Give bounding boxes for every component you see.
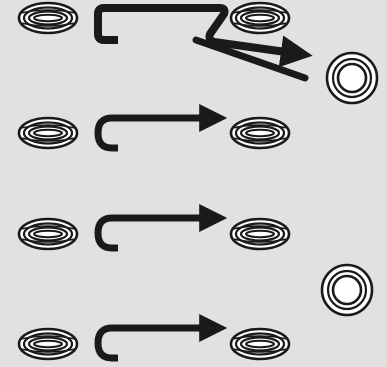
row-4 <box>17 314 291 362</box>
tire-side-icon <box>17 116 79 150</box>
arrow-icon <box>94 204 228 252</box>
arrow-icon <box>94 4 313 68</box>
row-2 <box>17 104 291 152</box>
tire-side-icon <box>229 327 291 361</box>
arrow-icon <box>94 104 228 152</box>
arrow-icon <box>192 36 309 82</box>
arrow-icon <box>94 314 228 362</box>
tire-side-icon <box>229 217 291 251</box>
tire-side-icon <box>17 1 79 35</box>
tire-side-icon <box>17 327 79 361</box>
row-1 <box>17 1 313 82</box>
spare-tire-icon <box>325 51 379 105</box>
row-3 <box>17 204 291 252</box>
tire-side-icon <box>17 217 79 251</box>
tire-side-icon <box>229 116 291 150</box>
spare-tire-icon <box>320 263 374 317</box>
tire-side-icon <box>229 1 291 35</box>
